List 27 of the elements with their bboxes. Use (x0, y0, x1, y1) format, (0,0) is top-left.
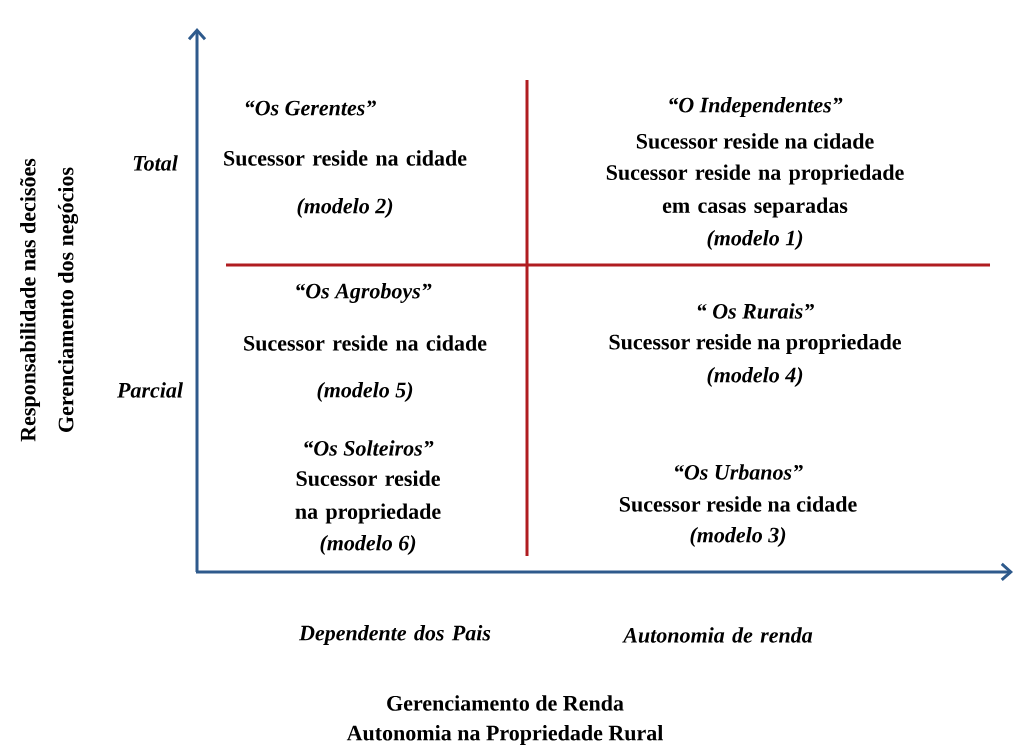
quadrant-text: (modelo 1) (707, 230, 803, 250)
quadrant-heading: “Os Solteiros” (304, 440, 434, 456)
quadrant-text: (modelo 2) (297, 198, 393, 218)
axis-title: Responsabilidade nas decisões (20, 158, 40, 442)
axis-title: Gerenciamento dos negócios (57, 167, 79, 432)
quadrant-text: Sucessor reside na propriedade (295, 470, 441, 524)
quadrant-text: Sucessor reside na propriedade em casas separadas (606, 164, 904, 218)
axis-tick-label: Dependente dos Pais (298, 625, 491, 645)
quadrant-heading: “O Independentes” (669, 97, 843, 117)
quadrant-heading: “ Os Rurais” (697, 303, 814, 319)
quadrant-text: (modelo 3) (690, 527, 786, 547)
axis-tick-label: Autonomia de renda (622, 627, 813, 643)
quadrant-heading: “Os Agroboys” (296, 283, 432, 303)
quadrant-text: Sucessor reside na cidade (636, 133, 874, 149)
quadrant-text: Sucessor reside na cidade (224, 150, 467, 166)
axis-title: Autonomia na Propriedade Rural (346, 725, 663, 745)
axis-title: Gerenciamento de Renda (387, 695, 624, 711)
quadrant-heading: “Os Gerentes” (245, 100, 376, 116)
quadrant-heading: “Os Urbanos” (675, 464, 803, 480)
axis-tick-label: Parcial (117, 382, 183, 398)
quadrant-text: (modelo 6) (320, 535, 416, 555)
quadrant-text: (modelo 5) (317, 382, 413, 402)
quadrant-text: Sucessor reside na propriedade (609, 334, 901, 354)
quadrant-text: Sucessor reside na cidade (619, 496, 857, 512)
quadrant-text: (modelo 4) (707, 367, 803, 387)
quadrant-text: Sucessor reside na cidade (244, 335, 487, 351)
axis-tick-label: Total (133, 155, 178, 171)
